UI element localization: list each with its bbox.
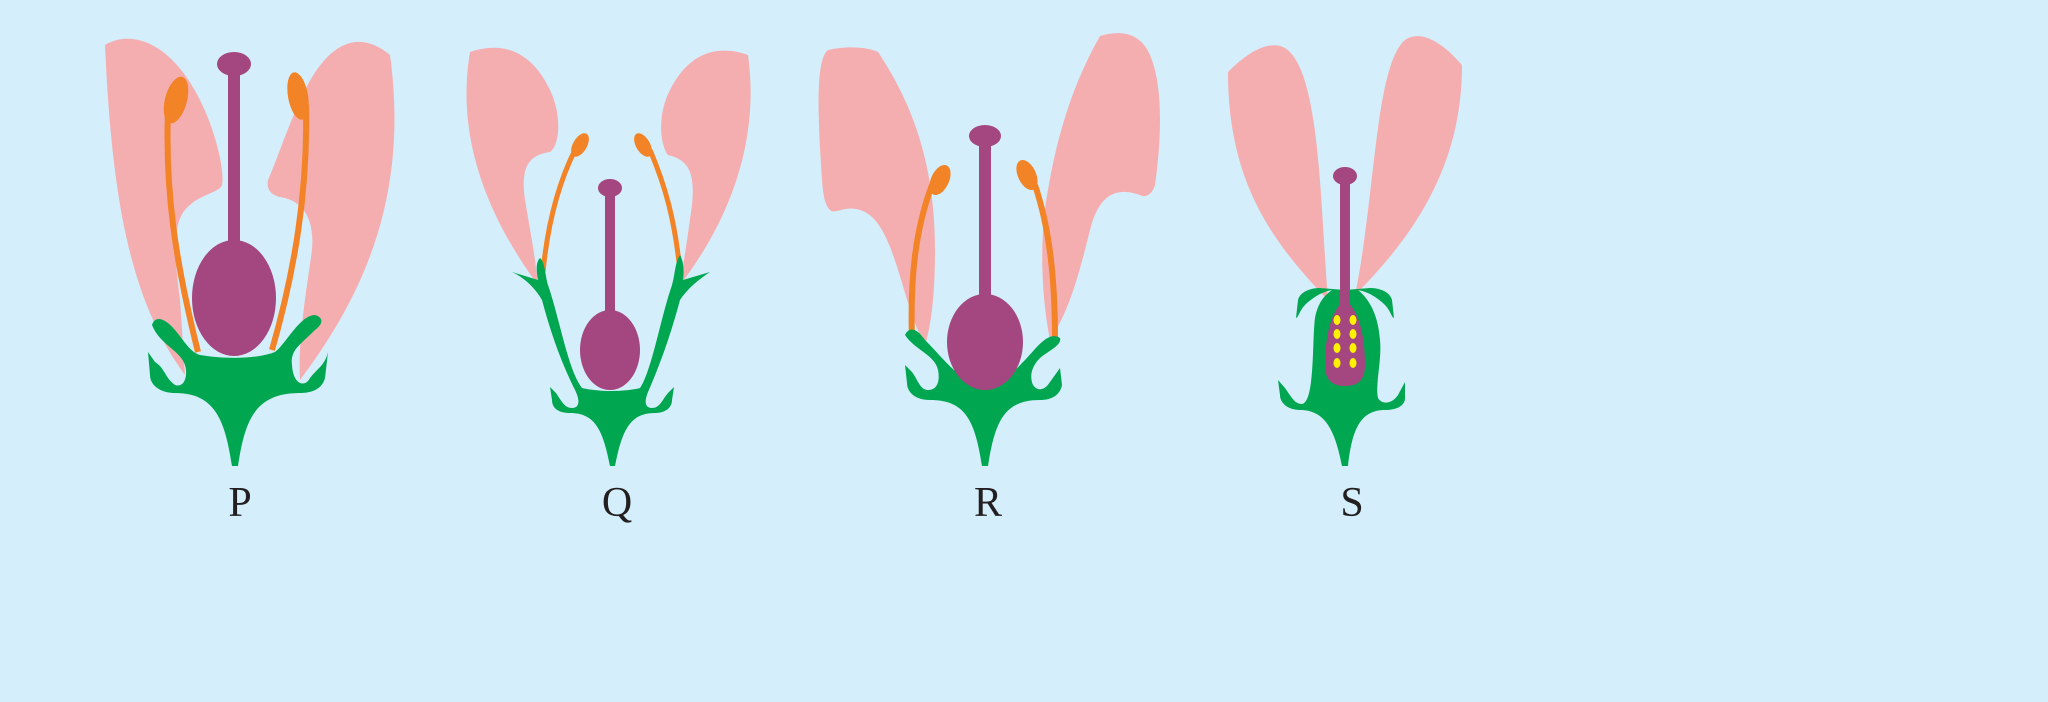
label-q: Q <box>602 480 632 526</box>
petal <box>105 38 223 375</box>
petal <box>466 47 559 285</box>
flower-r: R <box>818 33 1160 526</box>
stamen-filament <box>540 148 578 273</box>
petal <box>1228 45 1328 300</box>
stigma <box>217 52 251 76</box>
flower-s: S <box>1228 36 1462 526</box>
stamen-filament <box>269 104 310 351</box>
petal <box>1042 33 1160 341</box>
stigma <box>598 179 622 197</box>
label-p: P <box>228 480 251 526</box>
receptacle <box>905 329 1062 466</box>
ovary <box>580 310 640 390</box>
petal <box>661 50 751 285</box>
petal <box>267 41 395 381</box>
anther <box>163 76 189 124</box>
flower-p: P <box>105 38 395 526</box>
ovules <box>1333 315 1357 368</box>
label-s: S <box>1340 480 1363 526</box>
petal <box>818 47 935 345</box>
ovary <box>192 240 276 356</box>
style <box>1340 178 1350 318</box>
stigma <box>1333 167 1357 185</box>
receptacle <box>512 255 710 466</box>
anther <box>287 72 309 120</box>
stamen-filament <box>1032 184 1058 341</box>
style <box>228 70 240 250</box>
flower-q: Q <box>466 47 751 526</box>
anther <box>1016 160 1038 190</box>
style <box>979 140 991 310</box>
stamen-filament <box>647 149 683 273</box>
ovary <box>947 294 1023 390</box>
anther <box>929 165 951 195</box>
anther <box>634 133 652 157</box>
stamen-filament <box>908 183 935 341</box>
stigma <box>969 125 1001 147</box>
anther <box>571 133 589 157</box>
receptacle <box>148 315 328 466</box>
label-r: R <box>974 480 1002 526</box>
stamen-filament <box>164 109 201 353</box>
style <box>605 190 615 320</box>
petal <box>1355 36 1462 295</box>
